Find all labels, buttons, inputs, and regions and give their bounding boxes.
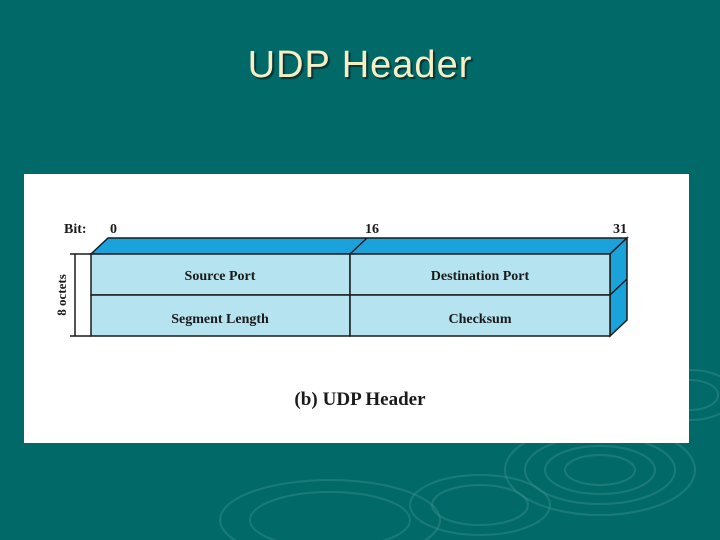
checksum-label: Checksum (448, 312, 511, 327)
source-port-label: Source Port (185, 269, 256, 284)
bit-position-31: 31 (613, 222, 627, 237)
bit-label: Bit: (64, 222, 87, 237)
field-destination-port (349, 253, 611, 296)
caption-text: UDP Header (323, 389, 426, 410)
bit-position-16: 16 (365, 222, 379, 237)
destination-port-label: Destination Port (431, 269, 530, 284)
caption-prefix: (b) (294, 389, 317, 410)
octets-bracket (70, 253, 91, 337)
segment-length-label: Segment Length (171, 312, 269, 327)
figure-panel: Bit: 0 16 31 Source Port Destination Por… (24, 174, 689, 443)
field-segment-length (90, 294, 351, 337)
top-face-divider (349, 237, 368, 255)
udp-header-diagram: Bit: 0 16 31 Source Port Destination Por… (54, 222, 629, 410)
octets-label: 8 octets (54, 274, 69, 316)
right-face-divider (609, 278, 628, 296)
figure-caption: (b) UDP Header (294, 389, 426, 410)
slide-title: UDP Header (247, 44, 473, 86)
field-checksum (349, 294, 611, 337)
bit-position-0: 0 (110, 222, 117, 237)
